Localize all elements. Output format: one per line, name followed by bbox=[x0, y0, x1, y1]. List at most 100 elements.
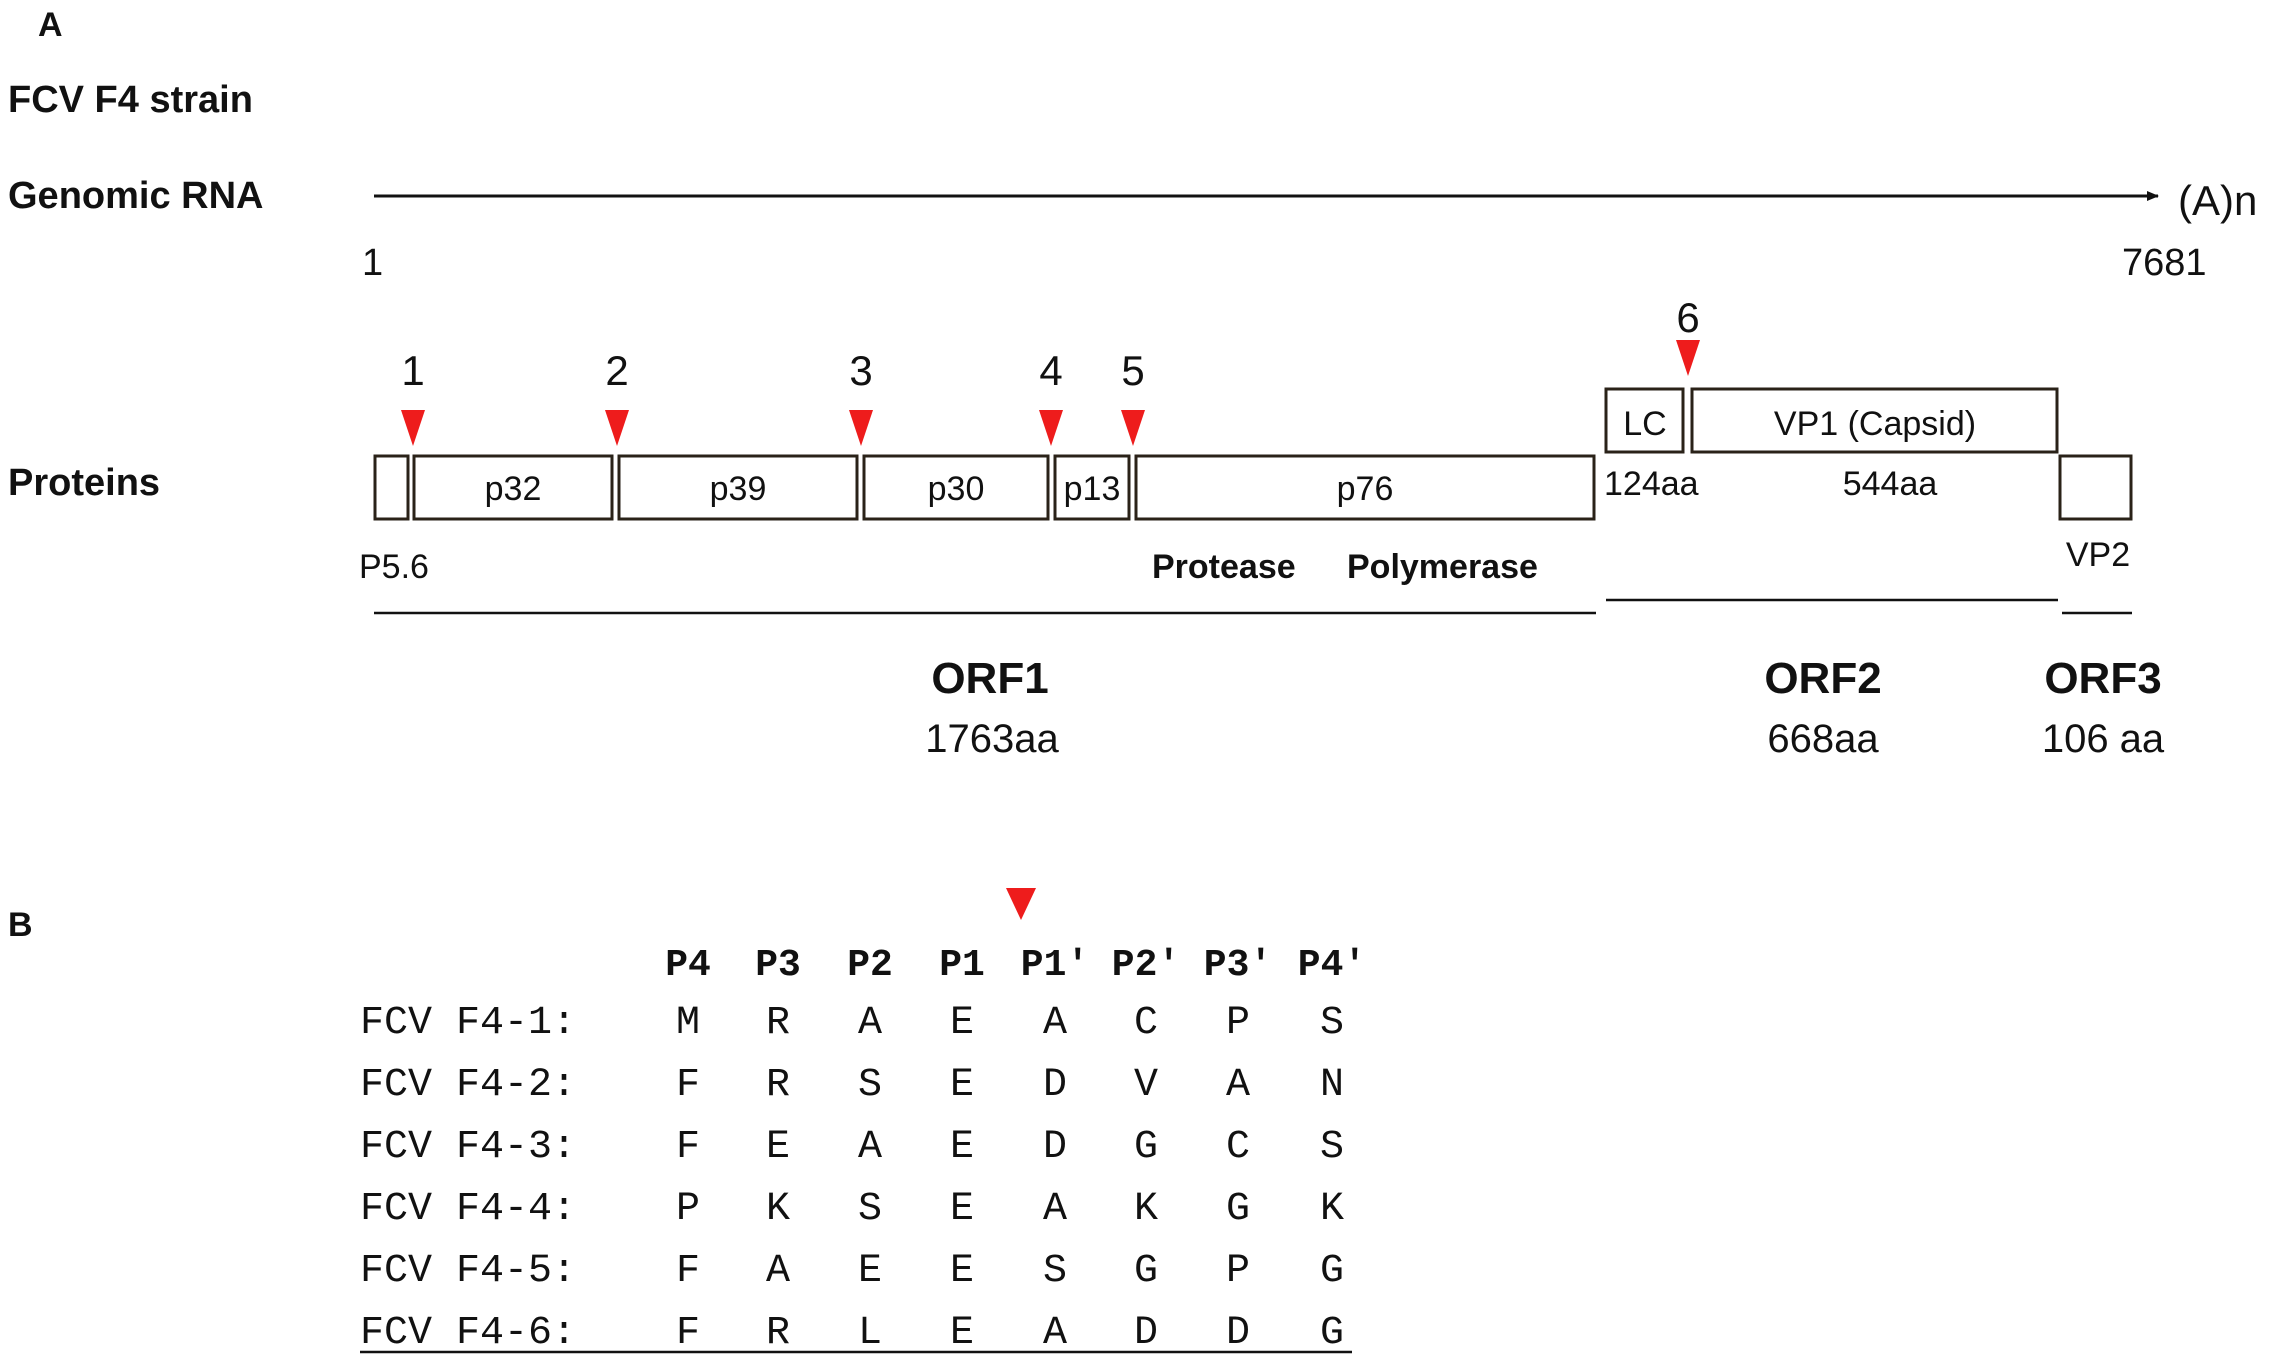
residue: A bbox=[858, 1125, 882, 1170]
sequence-row-label: FCV F4-4: bbox=[360, 1187, 576, 1232]
vp2-label: VP2 bbox=[2066, 536, 2130, 574]
protein-label-p39: p39 bbox=[710, 470, 767, 508]
protein-label-p32: p32 bbox=[485, 470, 542, 508]
residue: A bbox=[1226, 1063, 1250, 1108]
poly-a-label: (A)n bbox=[2178, 177, 2257, 224]
residue: G bbox=[1226, 1187, 1250, 1232]
protein-box-lc bbox=[1604, 387, 1685, 454]
residue: C bbox=[1226, 1125, 1250, 1170]
position-header: P3 bbox=[755, 944, 801, 987]
residue: E bbox=[950, 1001, 974, 1046]
position-header: P1 bbox=[939, 944, 985, 987]
sequence-row-label: FCV F4-2: bbox=[360, 1063, 576, 1108]
cleavage-site-number-5: 5 bbox=[1121, 347, 1144, 394]
residue: K bbox=[1320, 1187, 1344, 1232]
orf3-length: 106 aa bbox=[2042, 717, 2165, 761]
residue: A bbox=[1043, 1311, 1067, 1356]
residue: S bbox=[858, 1187, 882, 1232]
orf1-name: ORF1 bbox=[931, 654, 1048, 703]
cleavage-site-arrow-5 bbox=[1121, 410, 1145, 446]
residue: L bbox=[858, 1311, 882, 1356]
protein-box-p39 bbox=[617, 454, 859, 521]
proteins-label: Proteins bbox=[8, 462, 160, 504]
orf2-name: ORF2 bbox=[1764, 654, 1881, 703]
cleavage-site-number-1: 1 bbox=[401, 347, 424, 394]
residue: N bbox=[1320, 1063, 1344, 1108]
vp1-size: 544aa bbox=[1843, 465, 1938, 503]
residue: D bbox=[1226, 1311, 1250, 1356]
residue: P bbox=[1226, 1249, 1250, 1294]
cleavage-site-arrow-4 bbox=[1039, 410, 1063, 446]
residue: R bbox=[766, 1063, 790, 1108]
residue: A bbox=[858, 1001, 882, 1046]
cleavage-site-arrow-3 bbox=[849, 410, 873, 446]
cleavage-site-number-3: 3 bbox=[849, 347, 872, 394]
orf2-length: 668aa bbox=[1767, 717, 1879, 761]
panel-a-label: A bbox=[38, 6, 63, 44]
residue: E bbox=[950, 1311, 974, 1356]
residue: E bbox=[950, 1063, 974, 1108]
protein-label-vp1: VP1 (Capsid) bbox=[1774, 405, 1976, 443]
orf1-length: 1763aa bbox=[925, 717, 1059, 761]
residue: E bbox=[950, 1125, 974, 1170]
residue: E bbox=[950, 1187, 974, 1232]
strain-title: FCV F4 strain bbox=[8, 79, 253, 121]
protein-box-p30 bbox=[862, 454, 1050, 521]
genome-start: 1 bbox=[362, 242, 383, 284]
residue: P bbox=[1226, 1001, 1250, 1046]
residue: A bbox=[1043, 1187, 1067, 1232]
residue: D bbox=[1043, 1063, 1067, 1108]
residue: M bbox=[676, 1001, 700, 1046]
protein-label-p13: p13 bbox=[1064, 470, 1121, 508]
orf3-name: ORF3 bbox=[2044, 654, 2161, 703]
residue: F bbox=[676, 1063, 700, 1108]
residue: F bbox=[676, 1125, 700, 1170]
sequence-row-label: FCV F4-3: bbox=[360, 1125, 576, 1170]
protein-box-p76 bbox=[1134, 454, 1596, 521]
protein-box-vp2 bbox=[2058, 454, 2133, 521]
residue: E bbox=[950, 1249, 974, 1294]
protein-label-lc: LC bbox=[1623, 405, 1666, 443]
sequence-row-label: FCV F4-6: bbox=[360, 1311, 576, 1356]
lc-size: 124aa bbox=[1604, 465, 1699, 503]
residue: F bbox=[676, 1249, 700, 1294]
position-header: P4′ bbox=[1298, 944, 1366, 987]
sequence-row-label: FCV F4-5: bbox=[360, 1249, 576, 1294]
residue: G bbox=[1320, 1249, 1344, 1294]
residue: S bbox=[858, 1063, 882, 1108]
residue: S bbox=[1320, 1125, 1344, 1170]
cleavage-arrow-b bbox=[1006, 888, 1036, 920]
residue: R bbox=[766, 1311, 790, 1356]
residue: V bbox=[1134, 1063, 1158, 1108]
position-header: P1′ bbox=[1021, 944, 1089, 987]
panel-b-label: B bbox=[8, 906, 33, 944]
genome-end: 7681 bbox=[2122, 242, 2207, 284]
residue: C bbox=[1134, 1001, 1158, 1046]
residue: G bbox=[1134, 1249, 1158, 1294]
residue: E bbox=[858, 1249, 882, 1294]
protein-box-p32 bbox=[412, 454, 614, 521]
cleavage-site-arrow-2 bbox=[605, 410, 629, 446]
residue: D bbox=[1043, 1125, 1067, 1170]
protein-label-p30: p30 bbox=[928, 470, 985, 508]
cleavage-site-arrow-1 bbox=[401, 410, 425, 446]
cleavage-site-number-4: 4 bbox=[1039, 347, 1062, 394]
residue: P bbox=[676, 1187, 700, 1232]
protease-label: Protease bbox=[1152, 548, 1296, 586]
protein-label-p76: p76 bbox=[1337, 470, 1394, 508]
residue: R bbox=[766, 1001, 790, 1046]
residue: G bbox=[1320, 1311, 1344, 1356]
genomic-rna-label: Genomic RNA bbox=[8, 175, 263, 217]
polymerase-label: Polymerase bbox=[1347, 548, 1538, 586]
residue: K bbox=[766, 1187, 790, 1232]
cleavage-site-number-2: 2 bbox=[605, 347, 628, 394]
protein-box-p13 bbox=[1053, 454, 1131, 521]
position-header: P2′ bbox=[1112, 944, 1180, 987]
cleavage-sites: 1 2 3 4 5 6 bbox=[401, 294, 1700, 446]
position-header: P4 bbox=[665, 944, 711, 987]
residue: A bbox=[1043, 1001, 1067, 1046]
residue: K bbox=[1134, 1187, 1158, 1232]
cleavage-site-number-6: 6 bbox=[1676, 294, 1699, 341]
